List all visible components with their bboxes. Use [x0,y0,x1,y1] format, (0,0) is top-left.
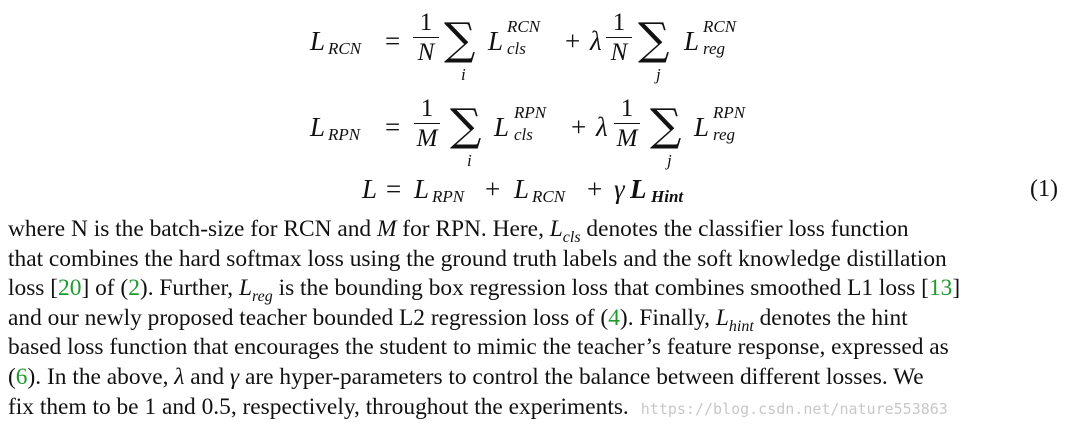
paragraph-line-2: that combines the hard softmax loss usin… [8,245,947,272]
term-sup-rpn: RPN [514,103,547,122]
paragraph-line-4: and our newly proposed teacher bounded L… [8,304,908,335]
term-sup-rpn: RPN [713,103,746,122]
paragraph-line-5: based loss function that encourages the … [8,334,949,361]
equation-number: (1) [1030,176,1058,202]
sum-index-j: j [667,151,672,170]
equals-sign: = [386,174,402,204]
lhs-l: L [310,112,326,142]
fraction-1-over-m-2: 1 M [614,96,640,151]
math-m: M [376,216,397,242]
plus-sign: + [485,174,501,204]
term-sub-rpn: RPN [432,187,465,206]
plus-sign: + [571,112,587,142]
term-sub-hint: Hint [651,187,684,206]
term-sub-reg: reg [703,39,726,58]
watermark-url: https://blog.csdn.net/nature553863 [640,399,948,418]
term-sub-cls: cls [507,39,526,58]
sum-index-i: i [467,151,472,170]
plus-sign: + [587,174,603,204]
total-l: L [362,174,378,204]
math-l-hint: L [715,304,729,331]
sum-symbol: ∑ [444,14,476,65]
equation-link-4[interactable]: 4 [608,304,620,331]
term-sub-reg: reg [713,125,736,144]
lambda-symbol: λ [590,26,602,56]
sum-index-i: i [461,65,466,84]
paragraph-line-1: where N is the batch-size for RCN and M … [8,216,909,246]
equation-total: L = L RPN + L RCN + γ L Hint (1) [0,176,1072,212]
paragraph-line-3: loss [20] of (2). Further, Lreg is the b… [8,275,961,306]
paragraph-line-6: (6). In the above, λ and γ are hyper-par… [8,363,924,390]
math-lambda: λ [174,363,185,390]
equation-link-6[interactable]: 6 [15,363,28,390]
paragraph-line-7: fix them to be 1 and 0.5, respectively, … [8,393,948,420]
term-l-reg: L [684,26,700,56]
equation-rcn: L RCN = 1 N ∑ i L RCN cls + λ 1 N ∑ j L … [0,6,1072,83]
body-paragraph: where N is the batch-size for RCN and M … [8,215,1066,422]
sum-symbol: ∑ [638,14,670,65]
citation-link-20[interactable]: 20 [58,275,82,302]
equals-sign: = [385,112,401,142]
equals-sign: = [385,26,401,56]
fraction-1-over-n: 1 N [413,10,439,65]
term-l-rpn: L [414,174,430,204]
math-gamma: γ [229,363,240,390]
lambda-symbol: λ [596,112,608,142]
term-sub-cls: cls [514,125,533,144]
lhs-l: L [310,26,326,56]
term-sup-rcn: RCN [703,17,737,36]
lhs-sub: RPN [328,125,361,144]
equation-link-2[interactable]: 2 [128,275,140,302]
term-sub-rcn: RCN [532,187,566,206]
term-l-cls: L [494,112,510,142]
term-l-reg: L [694,112,710,142]
fraction-1-over-n-2: 1 N [606,10,632,65]
sum-symbol: ∑ [450,100,482,151]
math-l-cls: L [549,216,563,242]
sum-symbol: ∑ [650,100,682,151]
term-l-rcn: L [514,174,530,204]
citation-link-13[interactable]: 13 [928,275,953,302]
fraction-1-over-m: 1 M [414,96,440,151]
lhs-sub: RCN [328,39,362,58]
sum-index-j: j [656,65,661,84]
math-l-reg: L [239,275,253,302]
term-l-hint: L [630,174,647,204]
term-l-cls: L [488,26,504,56]
equation-rpn: L RPN = 1 M ∑ i L RPN cls + λ 1 M ∑ j L … [0,92,1072,169]
gamma-symbol: γ [614,174,625,204]
plus-sign: + [565,26,581,56]
term-sup-rcn: RCN [507,17,541,36]
